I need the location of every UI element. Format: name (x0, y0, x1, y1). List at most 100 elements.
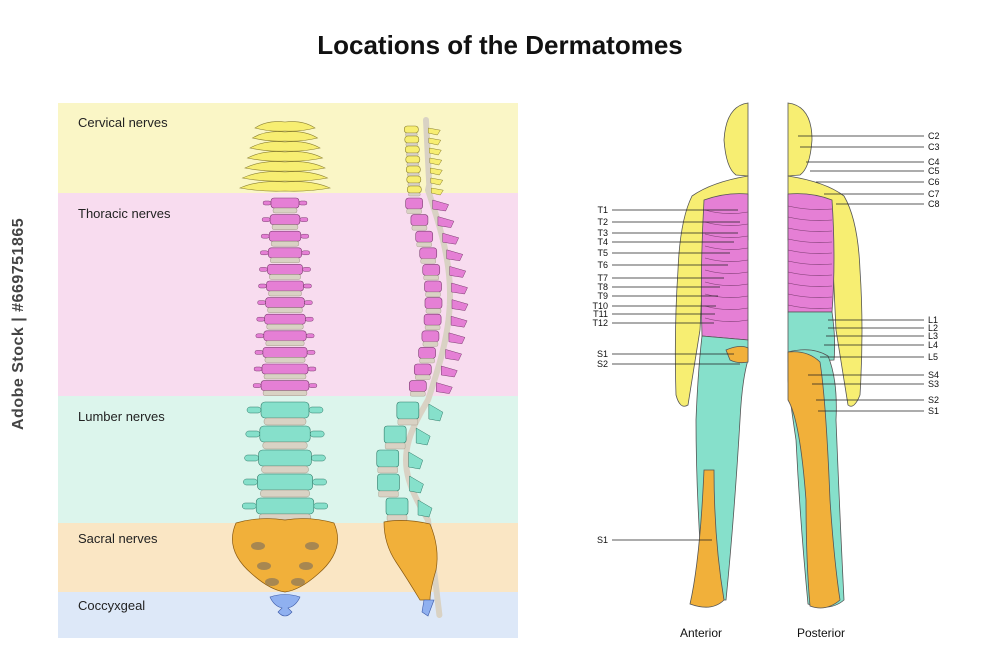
posterior-dermatome-boundary (787, 293, 833, 298)
posterior-label-l4: L4 (928, 340, 938, 350)
anterior-dermatome-boundary (704, 221, 749, 226)
posterior-label-l2: L2 (928, 323, 938, 333)
posterior-trunk (787, 193, 835, 313)
anterior-label-t3: T3 (597, 228, 608, 238)
thoracic-side-disc (411, 225, 428, 231)
thoracic-process-right (304, 300, 313, 305)
cervical-vertebra-front (244, 161, 326, 172)
lumbar-process-right (309, 430, 325, 438)
thoracic-process-left (257, 300, 266, 305)
posterior-label-c2: C2 (928, 131, 940, 141)
anterior-head (723, 102, 749, 177)
cervical-side-disc (408, 192, 421, 197)
anterior-label-t4: T4 (597, 237, 608, 247)
cervical-vertebra-front (251, 131, 319, 142)
posterior-dermatome-boundary (787, 260, 833, 265)
posterior-dermatome-boundary (787, 271, 833, 276)
anterior-dermatome-boundary (704, 245, 749, 250)
posterior-lumbar (787, 311, 836, 363)
thoracic-disc-front (264, 357, 306, 363)
thoracic-disc-front (270, 257, 300, 263)
thoracic-process-right (308, 383, 318, 388)
anterior-label-t2: T2 (597, 217, 608, 227)
thoracic-process-left (255, 333, 265, 339)
thoracic-process-right (303, 283, 312, 289)
thoracic-side-spinous-process (450, 315, 468, 328)
cervical-vertebra-front (249, 141, 321, 152)
cervical-side-spinous-process (428, 127, 441, 136)
lumbar-process-left (241, 502, 257, 510)
lumbar-side-spinous-process (428, 403, 444, 422)
posterior-dermatome-boundary (787, 227, 833, 232)
cervical-side-spinous-process (431, 187, 444, 196)
thoracic-disc-front (266, 324, 304, 330)
thoracic-side-spinous-process (448, 332, 466, 345)
thoracic-disc-front (268, 290, 302, 297)
anterior-label-t9: T9 (597, 291, 608, 301)
posterior-label-s1: S1 (928, 406, 939, 416)
cervical-side-spinous-process (430, 177, 444, 186)
anterior-label-t8: T8 (597, 282, 608, 292)
anterior-dermatome-boundary (704, 317, 749, 322)
coccyx-side (421, 599, 435, 617)
posterior-label-c3: C3 (928, 142, 940, 152)
posterior-label-c6: C6 (928, 177, 940, 187)
thoracic-process-left (259, 267, 268, 272)
thoracic-process-right (305, 333, 315, 339)
posterior-head (787, 102, 813, 177)
anterior-dermatome-boundary (704, 257, 749, 262)
anterior-genital (725, 346, 749, 364)
posterior-label-s3: S3 (928, 379, 939, 389)
anterior-dermatome-boundary (704, 209, 749, 214)
label-sacral-nerves: Sacral nerves (78, 531, 158, 546)
thoracic-disc-front (262, 390, 308, 396)
posterior-dermatome-boundary (787, 282, 833, 287)
thoracic-side-spinous-process (432, 199, 449, 212)
thoracic-side-spinous-process (449, 266, 467, 278)
body-silhouettes (674, 102, 863, 609)
anterior-dermatome-boundary (704, 281, 749, 286)
thoracic-process-left (253, 366, 263, 372)
thoracic-disc-front (269, 274, 301, 280)
thoracic-process-left (256, 316, 265, 322)
label-coccygeal: Coccyxgeal (78, 598, 146, 613)
thoracic-disc-front (271, 240, 300, 247)
thoracic-side-disc (423, 275, 439, 281)
thoracic-process-left (254, 350, 264, 355)
anterior-label-t11: T11 (593, 309, 608, 319)
sacrum-side (383, 520, 438, 601)
cervical-side-spinous-process (429, 157, 443, 166)
sacral-foramen (305, 542, 319, 550)
posterior-label-c5: C5 (928, 166, 940, 176)
thoracic-side-spinous-process (451, 282, 468, 295)
thoracic-process-right (300, 233, 310, 239)
thoracic-disc-front (271, 224, 299, 230)
posterior-label-c8: C8 (928, 199, 940, 209)
thoracic-process-left (261, 217, 271, 222)
thoracic-side-disc (406, 208, 422, 214)
lumbar-process-left (246, 406, 262, 414)
cervical-side-spinous-process (429, 147, 442, 156)
thoracic-process-right (301, 250, 310, 256)
thoracic-side-disc (419, 358, 435, 364)
thoracic-side-disc (422, 341, 439, 347)
lumbar-process-right (313, 502, 329, 510)
sacral-foramen (299, 562, 313, 570)
thoracic-disc-front (265, 340, 305, 346)
posterior-label-c7: C7 (928, 189, 940, 199)
thoracic-process-left (252, 383, 262, 388)
posterior-dermatome-boundary (787, 249, 833, 254)
lumbar-side-disc (385, 442, 406, 450)
coccyx-front (269, 594, 301, 617)
anterior-label-t10: T10 (592, 301, 608, 311)
anterior-label-s2: S2 (597, 359, 608, 369)
lumbar-process-right (308, 406, 324, 414)
lumbar-side-disc (377, 466, 398, 474)
thoracic-side-disc (424, 325, 441, 330)
anterior-label-t6: T6 (597, 260, 608, 270)
anterior-label-s1: S1 (597, 349, 608, 359)
lumbar-process-left (243, 478, 258, 486)
anterior-label-t7: T7 (597, 273, 608, 283)
anterior-trunk (700, 193, 749, 341)
